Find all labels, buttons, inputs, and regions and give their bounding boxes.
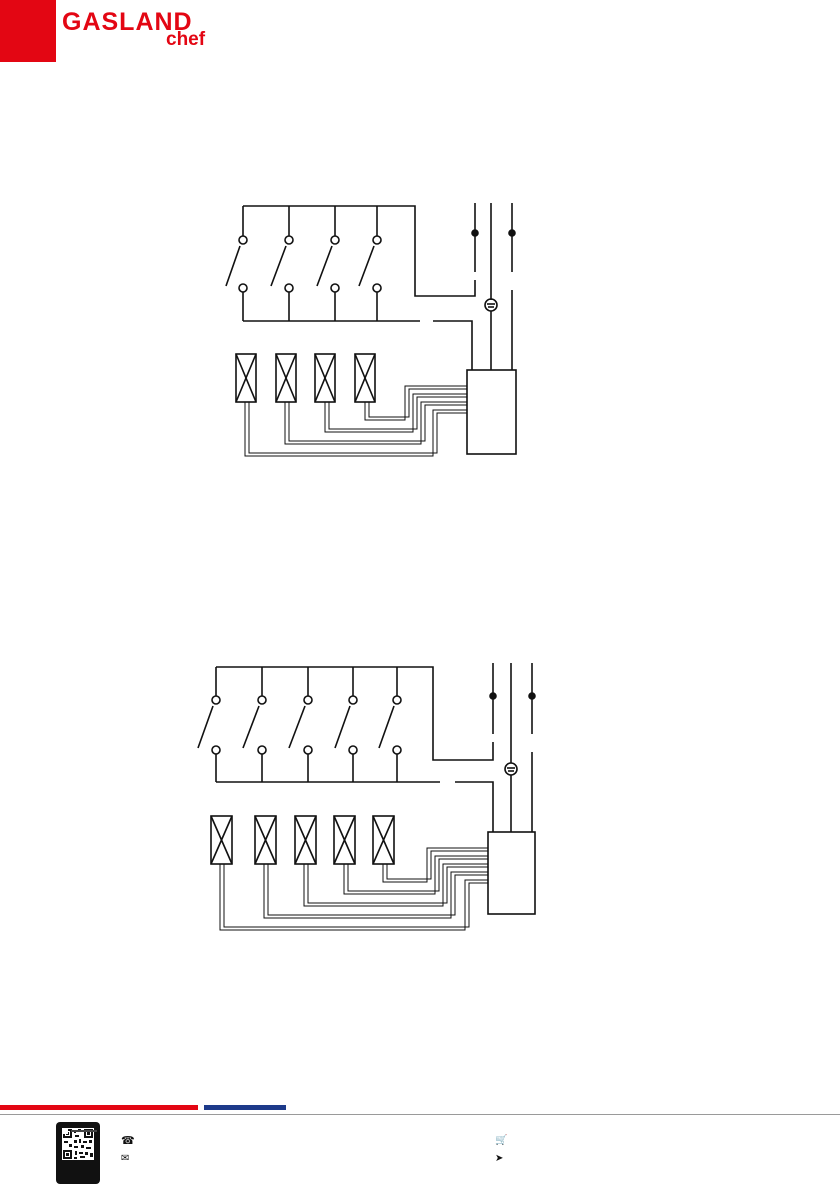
cart-icon: 🛒	[495, 1135, 507, 1147]
mail-icon: ✉	[121, 1153, 129, 1165]
igniter-2-5	[373, 816, 394, 864]
igniter-2-3	[295, 816, 316, 864]
switch-2-4	[335, 696, 357, 754]
qr-code[interactable]	[56, 1122, 100, 1184]
switch-2-2	[243, 696, 266, 754]
igniter-2-1	[211, 816, 232, 864]
switch-2-3	[289, 696, 312, 754]
switch-1	[226, 236, 247, 292]
igniter-2-2	[255, 816, 276, 864]
control-box-2	[488, 832, 535, 914]
igniter-1-4	[355, 354, 375, 402]
switch-2-1	[198, 696, 220, 754]
wiring-diagram-5-burner	[198, 663, 535, 930]
switch-2	[271, 236, 293, 292]
footer-divider	[0, 1114, 840, 1115]
qr-caption-mark	[62, 1128, 98, 1134]
control-box-1	[467, 370, 516, 454]
igniter-1-1	[236, 354, 256, 402]
igniter-1-2	[276, 354, 296, 402]
ground-symbol-1	[485, 299, 497, 311]
wiring-diagram-4-burner	[226, 203, 516, 456]
switch-4	[359, 236, 381, 292]
igniter-1-3	[315, 354, 335, 402]
location-arrow-icon: ➤	[495, 1153, 503, 1165]
switch-3	[317, 236, 339, 292]
footer-bar-blue	[204, 1105, 286, 1110]
ground-symbol-2	[505, 763, 517, 775]
switch-2-5	[379, 696, 401, 754]
igniter-2-4	[334, 816, 355, 864]
phone-icon: ☎	[121, 1135, 135, 1147]
footer-bar-red	[0, 1105, 198, 1110]
